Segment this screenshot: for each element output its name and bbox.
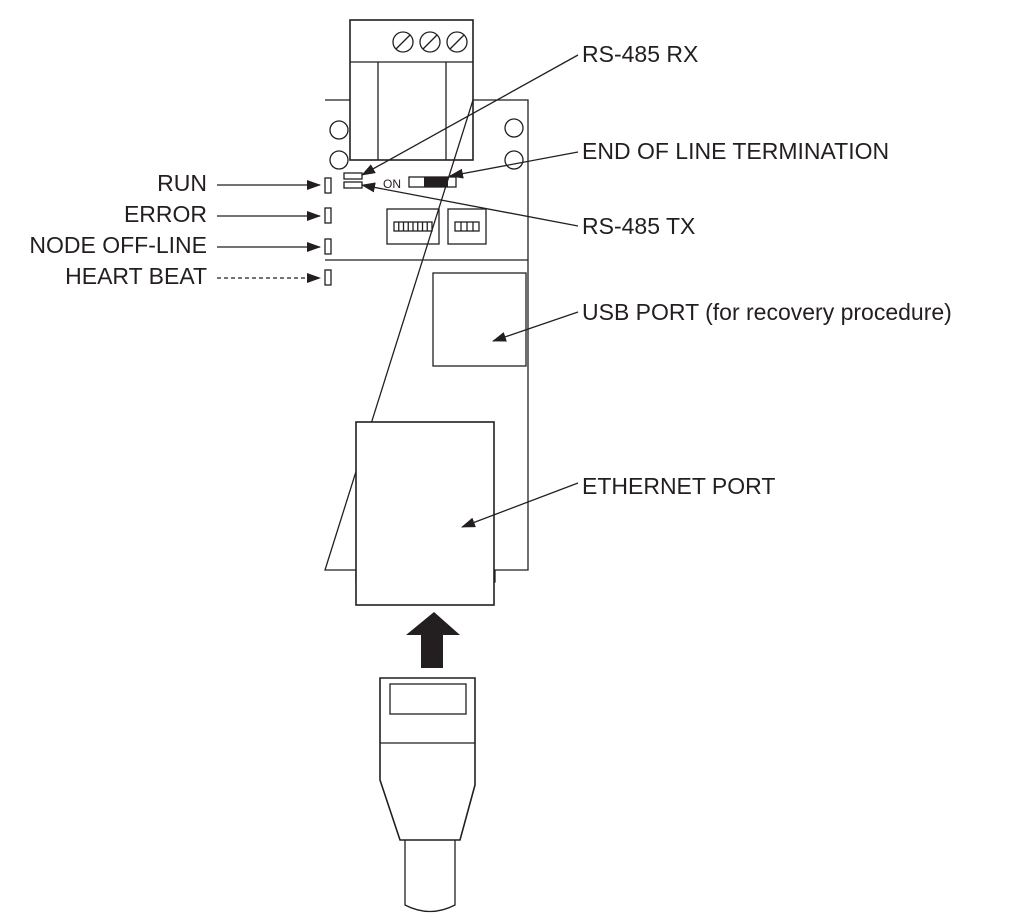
rs485-rx-label: RS-485 RX — [582, 41, 698, 67]
rs485-tx-leader — [361, 182, 579, 227]
insert-direction-arrow — [406, 612, 460, 668]
rs485-rx-led — [343, 172, 363, 180]
rs485-tx-label: RS-485 TX — [582, 213, 695, 239]
terminal-block — [349, 19, 474, 161]
mounting-hole — [329, 150, 349, 170]
switch-on-label: ON — [383, 177, 401, 191]
heart-beat-led — [324, 269, 332, 286]
end-of-line-leader — [449, 151, 579, 179]
end-of-line-label: END OF LINE TERMINATION — [582, 138, 889, 164]
terminal-screw — [392, 31, 414, 53]
run-led — [324, 177, 332, 194]
mounting-hole — [504, 150, 524, 170]
termination-switch[interactable] — [408, 176, 457, 188]
mounting-hole — [504, 118, 524, 138]
dip-switch-bank-8[interactable] — [386, 208, 440, 245]
node-offline-label: NODE OFF-LINE — [29, 232, 207, 258]
ethernet-port — [355, 421, 495, 606]
rj45-plug-connector — [379, 677, 476, 913]
usb-port-label: USB PORT (for recovery procedure) — [582, 299, 952, 325]
run-label: RUN — [157, 170, 207, 196]
usb-port — [432, 272, 527, 367]
error-label: ERROR — [124, 201, 207, 227]
ethernet-port-leader — [461, 482, 579, 528]
ethernet-port-label: ETHERNET PORT — [582, 473, 775, 499]
rs485-rx-leader — [361, 54, 579, 176]
heart-beat-label: HEART BEAT — [65, 263, 207, 289]
dip-switch-bank-4[interactable] — [447, 208, 487, 245]
terminal-screw — [419, 31, 441, 53]
node-offline-led — [324, 238, 332, 255]
mounting-hole — [329, 120, 349, 140]
rs485-tx-led — [343, 181, 363, 189]
error-led — [324, 207, 332, 224]
terminal-screw — [446, 31, 468, 53]
usb-port-leader — [492, 311, 579, 342]
